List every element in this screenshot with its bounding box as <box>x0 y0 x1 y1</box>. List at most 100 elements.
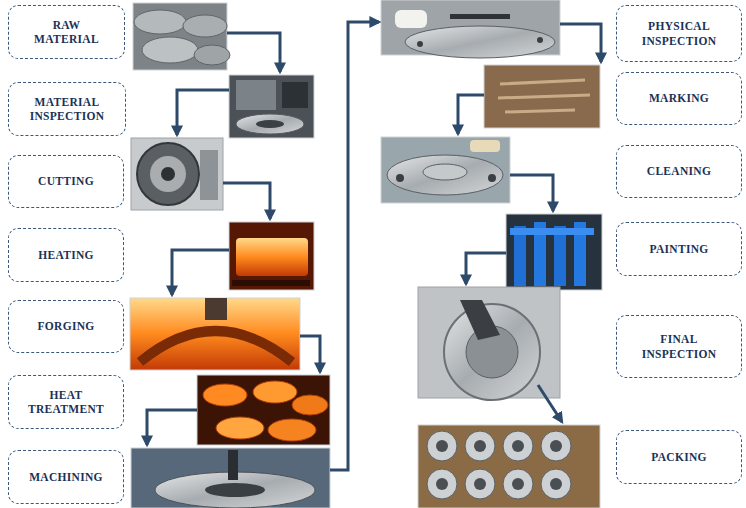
flange-hub <box>423 164 467 180</box>
flow-arrow <box>223 183 270 219</box>
flange <box>444 304 540 400</box>
flange-bore <box>436 440 448 452</box>
step-label-box: MACHINING <box>8 450 124 504</box>
photo-frame <box>131 448 330 508</box>
bolt-hole <box>537 37 543 43</box>
machine-frame <box>200 150 218 200</box>
flange-bore <box>550 440 562 452</box>
photo-frame <box>131 138 223 210</box>
cutting-tool <box>228 450 238 480</box>
gloved-hand <box>395 10 427 28</box>
step-label: CLEANING <box>647 164 711 178</box>
step-label: FORGING <box>37 319 94 333</box>
step-label-box: CUTTING <box>8 155 124 208</box>
final-inspection-photo <box>418 287 560 400</box>
flow-arrow <box>330 22 379 470</box>
bolt-hole <box>417 41 423 47</box>
step-label-box: PAINTING <box>616 222 742 276</box>
packing-photo <box>418 425 600 508</box>
step-label: PACKING <box>651 450 707 464</box>
step-label-box: RAW MATERIAL <box>8 5 125 59</box>
step-label: HEATING <box>38 248 94 262</box>
photo-frame <box>229 75 314 138</box>
flange <box>465 469 495 499</box>
step-label: CUTTING <box>38 174 94 188</box>
flange <box>427 469 457 499</box>
flange <box>405 26 555 58</box>
step-label: FINAL INSPECTION <box>639 332 719 361</box>
flow-arrow <box>560 24 601 62</box>
photo-frame <box>381 137 510 203</box>
step-label-box: FINAL INSPECTION <box>616 315 742 378</box>
press-ram <box>205 298 227 320</box>
step-label-box: FORGING <box>8 300 124 353</box>
step-label-box: CLEANING <box>616 145 742 198</box>
flange <box>541 431 571 461</box>
glowing-disc <box>292 395 328 415</box>
flange <box>236 114 304 134</box>
stamped-marks <box>498 80 590 112</box>
metal-disc <box>142 37 198 63</box>
brush <box>470 140 500 152</box>
flange <box>503 469 533 499</box>
step-label-box: HEAT TREATMENT <box>8 375 124 429</box>
metal-disc <box>183 15 227 37</box>
flange-bore <box>550 478 562 490</box>
flow-arrow <box>177 90 229 135</box>
step-label-box: MARKING <box>616 72 742 125</box>
test-machine <box>282 82 308 108</box>
step-label: HEAT TREATMENT <box>21 388 111 417</box>
flange-bore <box>512 478 524 490</box>
flange-bore <box>512 440 524 452</box>
flow-arrow <box>466 253 506 284</box>
flow-arrow <box>538 385 562 422</box>
flange <box>541 469 571 499</box>
flow-arrow <box>458 95 484 134</box>
flange-bores <box>436 440 562 490</box>
photo-frame <box>197 375 330 445</box>
hot-billet <box>236 238 308 276</box>
cleaning-photo <box>381 137 510 203</box>
flange-bore <box>436 478 448 490</box>
metal-disc <box>134 10 186 34</box>
photo-frame <box>484 65 600 128</box>
bolt-hole <box>396 174 404 182</box>
flange-bore <box>474 440 486 452</box>
step-label: PAINTING <box>649 242 708 256</box>
saw-hub <box>150 156 186 192</box>
flange-bore <box>205 483 265 497</box>
flange-bore <box>256 120 284 128</box>
caliper <box>450 14 510 19</box>
step-label: MATERIAL INSPECTION <box>19 95 115 124</box>
marking-photo <box>484 65 600 128</box>
flow-arrow <box>147 410 197 445</box>
step-label-box: HEATING <box>8 228 124 282</box>
saw-wheel <box>137 143 199 205</box>
packed-flanges <box>427 431 571 499</box>
flow-arrow <box>227 33 280 72</box>
cutting-photo <box>131 138 223 210</box>
photo-frame <box>506 214 602 290</box>
glowing-disc <box>268 419 316 441</box>
furnace-floor <box>232 280 310 286</box>
heating-photo <box>229 222 314 290</box>
gloved-hand <box>460 300 500 340</box>
flange <box>427 431 457 461</box>
flange-bore <box>474 478 486 490</box>
painting-photo <box>506 214 602 290</box>
step-label-box: MATERIAL INSPECTION <box>8 82 126 136</box>
photo-frame <box>229 222 314 290</box>
machining-photo <box>131 448 330 508</box>
flow-arrow <box>172 250 229 295</box>
step-label-box: PACKING <box>616 430 742 484</box>
flange <box>387 155 503 195</box>
flange <box>465 431 495 461</box>
glowing-disc <box>203 384 247 406</box>
metal-disc <box>194 45 230 65</box>
painted-flanges <box>510 228 594 235</box>
step-label: PHYSICAL INSPECTION <box>624 19 734 48</box>
flange <box>503 431 533 461</box>
photo-frame <box>130 298 300 370</box>
test-machine <box>236 80 276 110</box>
material-inspection-photo <box>229 75 314 138</box>
